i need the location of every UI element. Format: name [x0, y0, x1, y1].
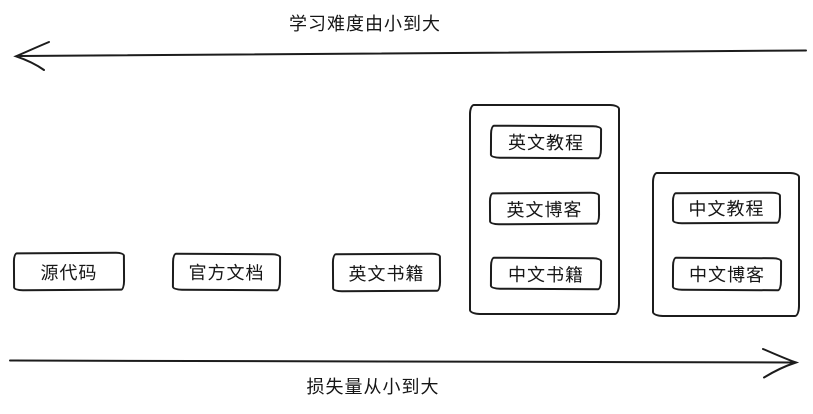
- bottom-axis-label: 损失量从小到大: [306, 377, 440, 397]
- top-axis-label: 学习难度由小到大: [289, 14, 441, 34]
- node-label: 英文博客: [506, 199, 583, 220]
- node-label: 英文书籍: [348, 263, 425, 284]
- node-label: 源代码: [40, 262, 98, 283]
- node-source-code: 源代码: [12, 251, 126, 292]
- node-label: 中文书籍: [507, 264, 585, 285]
- node-chinese-books: 中文书籍: [489, 256, 603, 291]
- group-chinese-tutorials-blogs: 中文教程 中文博客: [652, 172, 800, 317]
- node-label: 英文教程: [507, 132, 585, 154]
- node-official-docs: 官方文档: [171, 252, 282, 292]
- node-english-tutorials: 英文教程: [489, 124, 603, 160]
- node-english-books: 英文书籍: [331, 252, 442, 293]
- node-english-blogs: 英文博客: [488, 191, 601, 226]
- node-label: 中文博客: [688, 264, 766, 286]
- node-chinese-blogs: 中文博客: [671, 256, 783, 292]
- node-label: 官方文档: [188, 262, 265, 284]
- node-chinese-tutorials: 中文教程: [671, 191, 782, 225]
- left-arrow-icon: [13, 41, 807, 71]
- node-label: 中文教程: [688, 198, 765, 220]
- group-english-and-chinese-books: 英文教程 英文博客 中文书籍: [469, 104, 620, 315]
